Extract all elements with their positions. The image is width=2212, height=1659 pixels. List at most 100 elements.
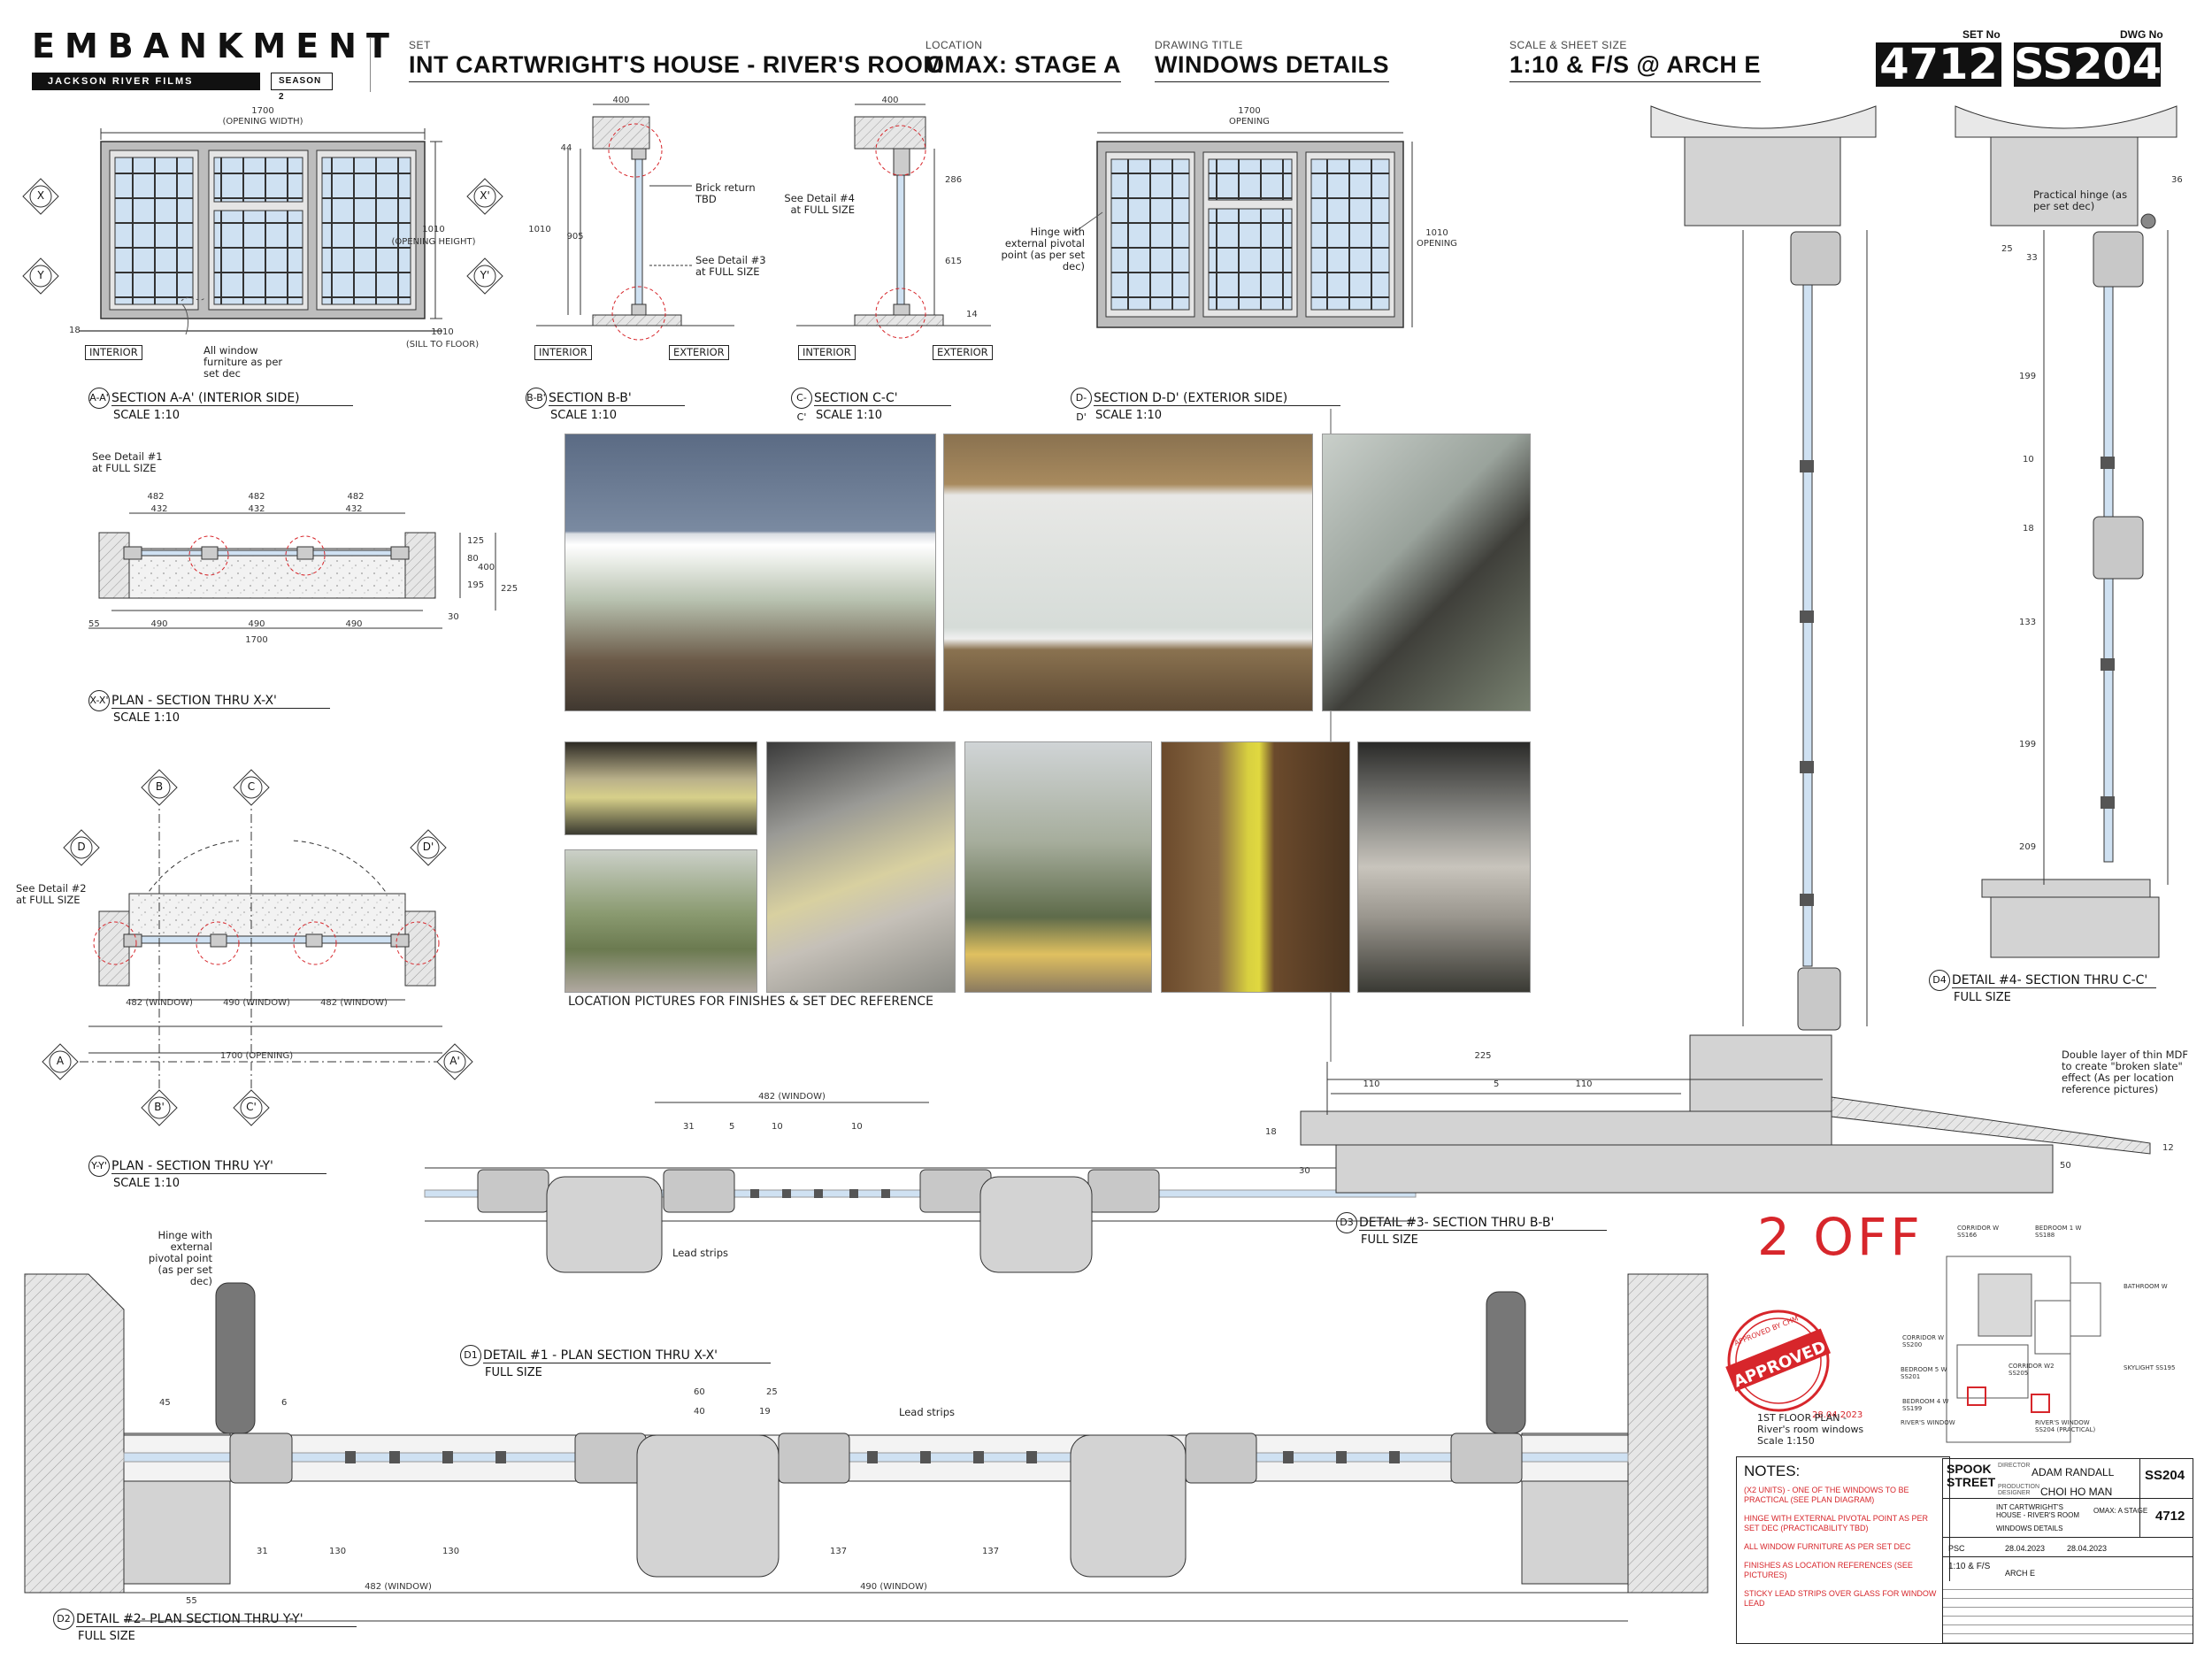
dim-d2-25: 25 <box>766 1387 778 1397</box>
floor-plan-room-1: CORRIDOR W SS166 <box>1957 1225 2000 1239</box>
scale-label: SCALE & SHEET SIZE <box>1509 39 1627 51</box>
tag-yy: Y-Y' <box>88 1156 110 1177</box>
dim-d2-490: 490 (WINDOW) <box>860 1582 927 1592</box>
dwg-no-label: DWG No <box>2120 28 2163 41</box>
section-marker-7: D <box>77 841 86 853</box>
logo-company: JACKSON RIVER FILMS <box>32 73 260 90</box>
section-marker-6: C <box>247 780 256 793</box>
dim-xx-490b: 490 <box>248 619 265 629</box>
two-off-label: 2 OFF <box>1757 1207 1924 1267</box>
dim-aa-width: 1700 <box>251 106 273 116</box>
section-marker-2: X' <box>480 189 490 202</box>
elevation-aa <box>80 128 442 335</box>
dim-xx-482b: 482 <box>248 492 265 502</box>
dim-aa-sill: 1010 <box>431 327 453 337</box>
section-marker-10: A' <box>449 1055 460 1067</box>
dim-d4-18: 18 <box>2023 524 2034 534</box>
section-markers <box>22 178 503 1126</box>
floor-plan-room-10: RIVER'S WINDOW SS204 (PRACTICAL) <box>2035 1419 2096 1433</box>
tag-d1: D1 <box>460 1345 481 1366</box>
dim-d3-50: 50 <box>2060 1161 2071 1171</box>
note-item-1: (X2 UNITS) - ONE OF THE WINDOWS TO BE PR… <box>1744 1486 1909 1504</box>
dim-d2-482: 482 (WINDOW) <box>365 1582 432 1592</box>
note-hinge-d2: Hinge with external pivotal point (as pe… <box>148 1229 212 1287</box>
photo-view-out <box>565 849 757 993</box>
tag-dd: D-D' <box>1071 388 1092 423</box>
title-section-bb: B-B'SECTION B-B'SCALE 1:10 <box>526 388 685 422</box>
scale-d2: FULL SIZE <box>78 1630 135 1643</box>
plan-yy <box>62 779 460 1106</box>
title-cc-text: SECTION C-C' <box>814 391 951 406</box>
title-section-aa: A-A'SECTION A-A' (INTERIOR SIDE)SCALE 1:… <box>88 388 353 422</box>
label-exterior-bb: EXTERIOR <box>669 345 729 360</box>
dim-xx-30: 30 <box>448 612 459 622</box>
dim-xx-225: 225 <box>501 584 518 594</box>
note-lead-strips-d2: Lead strips <box>899 1406 955 1418</box>
dim-xx-125: 125 <box>467 536 484 546</box>
tb-designer-label: PRODUCTION DESIGNER <box>1998 1484 2040 1496</box>
title-block: SPOOK STREET DIRECTOR ADAM RANDALL PRODU… <box>1942 1458 2193 1644</box>
location-value: OMAX: STAGE A <box>926 51 1121 82</box>
note-item-3: ALL WINDOW FURNITURE AS PER SET DEC <box>1744 1542 1911 1551</box>
set-value: INT CARTWRIGHT'S HOUSE - RIVER'S ROOM <box>409 51 944 82</box>
dim-xx-1700: 1700 <box>245 635 267 645</box>
tag-d3: D3 <box>1336 1212 1357 1233</box>
dim-d3-5: 5 <box>1494 1079 1499 1089</box>
notes-box: NOTES: (X2 UNITS) - ONE OF THE WINDOWS T… <box>1736 1456 1950 1644</box>
note-see-d4: See Detail #4 at FULL SIZE <box>784 192 855 216</box>
dim-d4-133: 133 <box>2019 618 2036 627</box>
dim-yy-482b: 482 (WINDOW) <box>320 998 388 1008</box>
dwg-number-box: SS204 <box>2014 40 2162 89</box>
photo-tape-on-wood <box>1161 741 1350 993</box>
tb-drawn-by: PSC <box>1948 1544 1965 1553</box>
note-see-d2: See Detail #2 at FULL SIZE <box>16 882 87 906</box>
dim-d2-137b: 137 <box>982 1547 999 1556</box>
label-interior-aa: INTERIOR <box>85 345 142 360</box>
label-interior-bb: INTERIOR <box>534 345 592 360</box>
dim-d4-199a: 199 <box>2019 372 2036 381</box>
dim-d4-10: 10 <box>2023 455 2034 465</box>
title-section-dd: D-D'SECTION D-D' (EXTERIOR SIDE)SCALE 1:… <box>1071 388 1341 423</box>
section-marker-9: A <box>56 1055 65 1067</box>
tb-director-label: DIRECTOR <box>1998 1463 2031 1469</box>
scale-cc: SCALE 1:10 <box>816 409 883 422</box>
tb-sheet: ARCH E <box>2005 1569 2036 1578</box>
floor-plan-room-4: CORRIDOR W SS200 <box>1902 1334 1945 1348</box>
dim-bb-400: 400 <box>612 96 629 105</box>
dim-d3-18: 18 <box>1265 1127 1277 1137</box>
dim-d3-225: 225 <box>1474 1051 1491 1061</box>
floor-plan-room-8: BEDROOM 4 W SS199 <box>1902 1398 1949 1412</box>
logo-season: SEASON 2 <box>271 73 333 102</box>
tag-xx: X-X' <box>88 690 110 711</box>
photo-tape-measure-1 <box>565 741 757 835</box>
note-item-2: HINGE WITH EXTERNAL PIVOTAL POINT AS PER… <box>1744 1514 1929 1532</box>
dim-d3-110a: 110 <box>1363 1079 1379 1089</box>
scale-xx: SCALE 1:10 <box>113 711 180 725</box>
dim-xx-490c: 490 <box>345 619 362 629</box>
floor-plan-room-3: BATHROOM W <box>2124 1283 2168 1290</box>
floor-plan <box>1946 1256 2101 1443</box>
detail-4 <box>1955 105 2177 958</box>
dim-d4-25: 25 <box>2001 244 2013 254</box>
title-dd-text: SECTION D-D' (EXTERIOR SIDE) <box>1094 391 1341 406</box>
scale-d3: FULL SIZE <box>1361 1233 1418 1247</box>
tb-detail: WINDOWS DETAILS <box>1996 1525 2063 1532</box>
section-cc <box>796 104 991 339</box>
tag-cc: C-C' <box>791 388 812 423</box>
dim-xx-432c: 432 <box>345 504 362 514</box>
title-d4-text: DETAIL #4- SECTION THRU C-C' <box>1952 973 2157 988</box>
tag-aa: A-A' <box>88 388 110 409</box>
dim-aa-height: 1010 <box>422 225 444 234</box>
dim-dd-width-lbl: OPENING <box>1229 117 1270 127</box>
dim-cc-400: 400 <box>881 96 898 105</box>
note-lead-strips-d1: Lead strips <box>672 1247 728 1259</box>
dim-dd-width: 1700 <box>1238 106 1260 116</box>
floor-plan-room-6: CORRIDOR W2 SS205 <box>2008 1363 2055 1377</box>
dim-cc-286: 286 <box>945 175 962 185</box>
dim-yy-1700: 1700 (OPENING) <box>220 1051 293 1061</box>
dim-cc-14: 14 <box>966 310 978 319</box>
title-plan-xx: X-X'PLAN - SECTION THRU X-X'SCALE 1:10 <box>88 690 330 725</box>
floor-plan-room-7: SKYLIGHT SS195 <box>2124 1364 2176 1371</box>
